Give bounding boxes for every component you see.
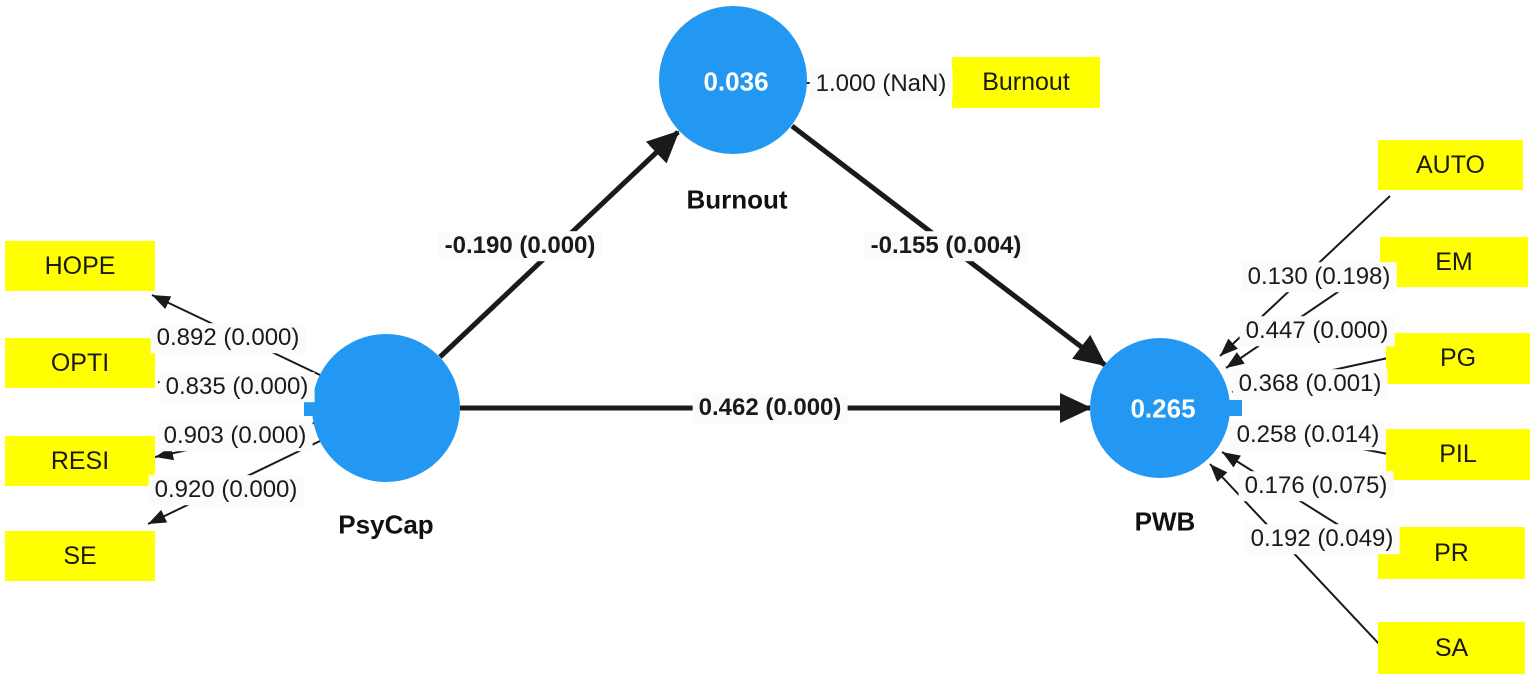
coef-psycap-pwb: 0.462 (0.000) <box>692 393 848 423</box>
indicator-opti-label: OPTI <box>50 348 110 377</box>
pwb-r2-value: 0.265 <box>1130 393 1196 424</box>
indicator-em-label: EM <box>1435 247 1473 276</box>
weight-pg: 0.368 (0.001) <box>1232 369 1388 399</box>
weight-auto: 0.130 (0.198) <box>1241 262 1397 292</box>
indicator-auto[interactable]: AUTO <box>1378 140 1523 190</box>
pwb-node-label: PWB <box>1134 506 1196 537</box>
loading-se: 0.920 (0.000) <box>148 475 304 505</box>
psycap-node-circle[interactable] <box>312 334 460 482</box>
indicator-auto-label: AUTO <box>1416 150 1485 179</box>
psycap-node-label: PsyCap <box>338 509 434 540</box>
weight-sa: 0.192 (0.049) <box>1244 524 1400 554</box>
indicator-burnout-label: Burnout <box>982 68 1070 96</box>
loading-burnout-indicator: 1.000 (NaN) <box>809 69 953 99</box>
indicator-pg[interactable]: PG <box>1386 333 1530 384</box>
indicator-se-label: SE <box>63 541 97 570</box>
burnout-node-circle[interactable] <box>659 6 807 154</box>
indicator-se[interactable]: SE <box>5 531 155 581</box>
indicator-sa-label: SA <box>1434 633 1469 662</box>
coef-psycap-burnout: -0.190 (0.000) <box>438 231 602 261</box>
indicator-hope-label: HOPE <box>44 251 116 280</box>
pwb-node-circle[interactable] <box>1090 338 1230 478</box>
psycap-connector-stub <box>304 400 318 416</box>
indicator-pil[interactable]: PIL <box>1386 429 1530 480</box>
coef-burnout-pwb: -0.155 (0.004) <box>864 231 1028 261</box>
burnout-r2-value: 0.036 <box>703 66 769 97</box>
indicator-pr[interactable]: PR <box>1378 527 1525 579</box>
indicator-pg-label: PG <box>1439 344 1477 372</box>
arrow-sa-to-pwb <box>1209 463 1381 646</box>
loading-resi: 0.903 (0.000) <box>157 421 313 451</box>
weight-pr: 0.176 (0.075) <box>1238 471 1394 501</box>
indicator-resi-label: RESI <box>50 446 110 475</box>
weight-em: 0.447 (0.000) <box>1239 316 1395 346</box>
indicator-hope[interactable]: HOPE <box>5 241 155 291</box>
indicator-em[interactable]: EM <box>1380 237 1528 287</box>
loading-opti: 0.835 (0.000) <box>159 372 315 402</box>
indicator-pr-label: PR <box>1434 538 1469 567</box>
pwb-connector-stub <box>1226 400 1242 416</box>
indicator-burnout[interactable]: Burnout <box>952 57 1100 108</box>
indicator-sa[interactable]: SA <box>1378 622 1525 674</box>
burnout-node-label: Burnout <box>686 184 788 215</box>
indicator-resi[interactable]: RESI <box>5 436 155 486</box>
indicator-opti[interactable]: OPTI <box>5 338 155 388</box>
loading-hope: 0.892 (0.000) <box>150 323 306 353</box>
weight-pil: 0.258 (0.014) <box>1230 420 1386 450</box>
indicator-pil-label: PIL <box>1439 440 1477 468</box>
